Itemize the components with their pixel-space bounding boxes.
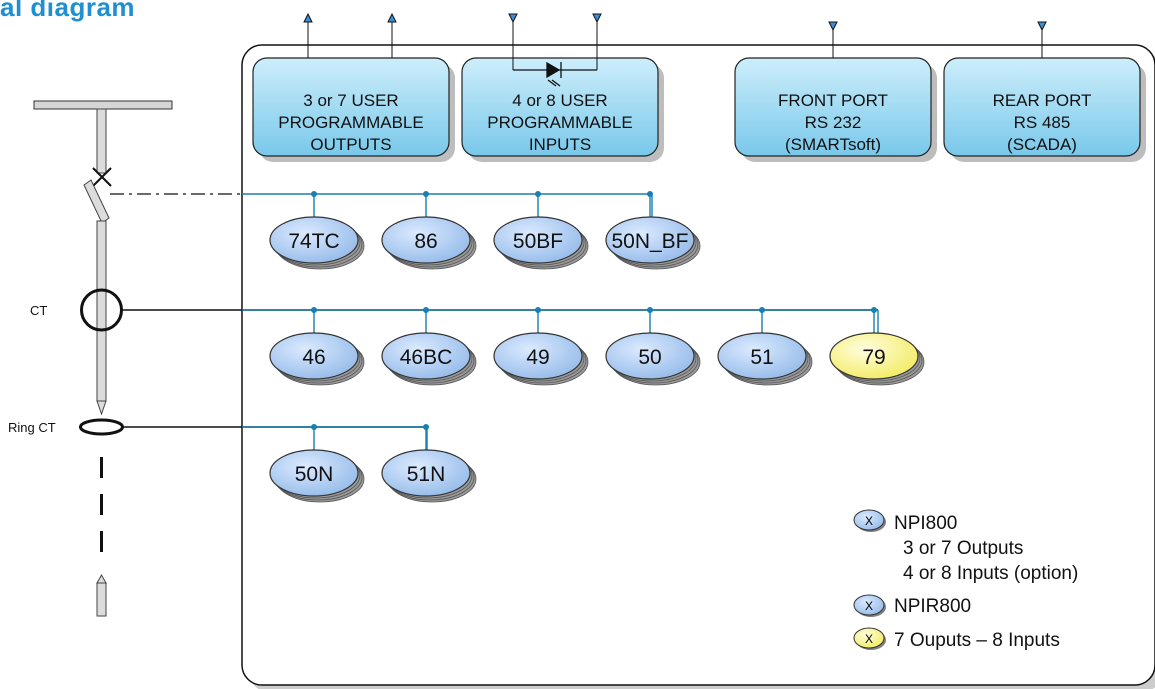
legend-item-npi800: X NPI800 3 or 7 Outputs 4 or 8 Inputs (o… — [853, 509, 1078, 584]
legend-marker: X — [865, 632, 873, 646]
function-oval — [493, 332, 583, 380]
function-oval — [381, 332, 471, 380]
legend-line: NPIR800 — [894, 596, 971, 617]
port-line: 3 or 7 USER — [303, 91, 398, 110]
function-label: 79 — [862, 346, 885, 369]
junction-dot — [311, 191, 317, 197]
function-oval — [269, 332, 359, 380]
function-50: 50 — [605, 307, 701, 386]
function-label: 50N — [295, 463, 334, 486]
function-oval — [269, 216, 359, 264]
optocoupler-icon — [513, 61, 597, 87]
function-50n: 50N — [269, 424, 365, 503]
function-label: 50 — [638, 346, 661, 369]
output-arrow-icon — [387, 12, 397, 23]
function-46bc: 46BC — [381, 307, 477, 386]
ring-ct-symbol — [79, 418, 124, 436]
output-arrow-icon — [303, 12, 313, 23]
legend-marker: X — [865, 599, 873, 613]
function-51n: 51N — [381, 424, 477, 503]
junction-dot — [535, 307, 541, 313]
legend-line: 3 or 7 Outputs — [903, 538, 1023, 559]
input-arrow-icon — [592, 13, 602, 24]
legend-line: 4 or 8 Inputs (option) — [903, 563, 1078, 584]
function-oval — [605, 332, 695, 380]
port-line: PROGRAMMABLE — [278, 113, 423, 132]
junction-dot — [647, 191, 653, 197]
port-connectors — [303, 12, 1047, 70]
function-oval — [829, 332, 919, 380]
legend-marker: X — [865, 514, 873, 528]
function-46: 46 — [269, 307, 365, 386]
function-51: 51 — [717, 307, 813, 386]
function-label: 46BC — [400, 346, 453, 369]
port-box-front-port: FRONT PORT RS 232 (SMARTsoft) — [734, 57, 937, 162]
function-oval — [717, 332, 807, 380]
port-line: REAR PORT — [993, 91, 1092, 110]
function-86: 86 — [381, 191, 477, 270]
ring-ct-label: Ring CT — [8, 420, 56, 435]
port-box-inputs: 4 or 8 USER PROGRAMMABLE INPUTS — [461, 57, 664, 162]
diagram-title: al diagram — [0, 0, 136, 22]
feeder-conductor — [96, 220, 107, 402]
function-74tc: 74TC — [269, 191, 365, 270]
function-oval — [493, 216, 583, 264]
junction-dot — [423, 191, 429, 197]
port-line: RS 232 — [805, 113, 862, 132]
function-oval — [381, 216, 471, 264]
legend: X NPI800 3 or 7 Outputs 4 or 8 Inputs (o… — [853, 509, 1078, 651]
function-oval — [605, 216, 695, 264]
function-label: 86 — [414, 230, 437, 253]
row-connections — [121, 193, 879, 451]
junction-dot — [647, 307, 653, 313]
function-row: 74TC 86 50BF 50N_BF — [269, 191, 701, 270]
port-box-outputs: 3 or 7 USER PROGRAMMABLE OUTPUTS — [252, 57, 455, 162]
junction-dot — [759, 307, 765, 313]
port-line: PROGRAMMABLE — [487, 113, 632, 132]
legend-item-npir800: X NPIR800 — [853, 594, 971, 617]
function-oval — [381, 449, 471, 497]
junction-dot — [423, 424, 429, 430]
function-label: 74TC — [288, 230, 339, 253]
disconnector-switch — [83, 108, 112, 224]
junction-dot — [311, 307, 317, 313]
legend-line: 7 Ouputs – 8 Inputs — [894, 630, 1060, 651]
function-50n-bf: 50N_BF — [605, 191, 701, 270]
function-label: 46 — [302, 346, 325, 369]
port-line: (SMARTsoft) — [785, 135, 881, 154]
port-box-rear-port: REAR PORT RS 485 (SCADA) — [943, 57, 1146, 162]
port-line: OUTPUTS — [310, 135, 391, 154]
function-label: 50BF — [513, 230, 563, 253]
junction-dot — [311, 424, 317, 430]
function-rows: 74TC 86 50BF 50N_BF 46 46BC 49 50 51 79 50N 51N — [269, 191, 925, 503]
function-oval — [269, 449, 359, 497]
input-arrow-icon — [1037, 21, 1047, 32]
port-line: (SCADA) — [1007, 135, 1077, 154]
junction-dot — [535, 191, 541, 197]
function-49: 49 — [493, 307, 589, 386]
ct-label: CT — [30, 303, 47, 318]
function-label: 49 — [526, 346, 549, 369]
feeder-end-arrow — [96, 573, 107, 617]
junction-dot — [871, 307, 877, 313]
function-label: 51 — [750, 346, 773, 369]
legend-line: NPI800 — [894, 513, 957, 534]
port-line: FRONT PORT — [778, 91, 888, 110]
busbar — [33, 100, 173, 110]
legend-item-7-outputs-8-inputs: X 7 Ouputs – 8 Inputs — [853, 627, 1060, 651]
function-label: 51N — [407, 463, 446, 486]
junction-dot — [423, 307, 429, 313]
function-row: 46 46BC 49 50 51 79 — [269, 307, 925, 386]
function-label: 50N_BF — [611, 230, 688, 253]
port-line: INPUTS — [529, 135, 591, 154]
port-line: 4 or 8 USER — [512, 91, 607, 110]
function-row: 50N 51N — [269, 424, 477, 503]
port-line: RS 485 — [1014, 113, 1071, 132]
input-arrow-icon — [508, 13, 518, 24]
function-79: 79 — [829, 307, 925, 386]
function-50bf: 50BF — [493, 191, 589, 270]
input-arrow-icon — [828, 21, 838, 32]
